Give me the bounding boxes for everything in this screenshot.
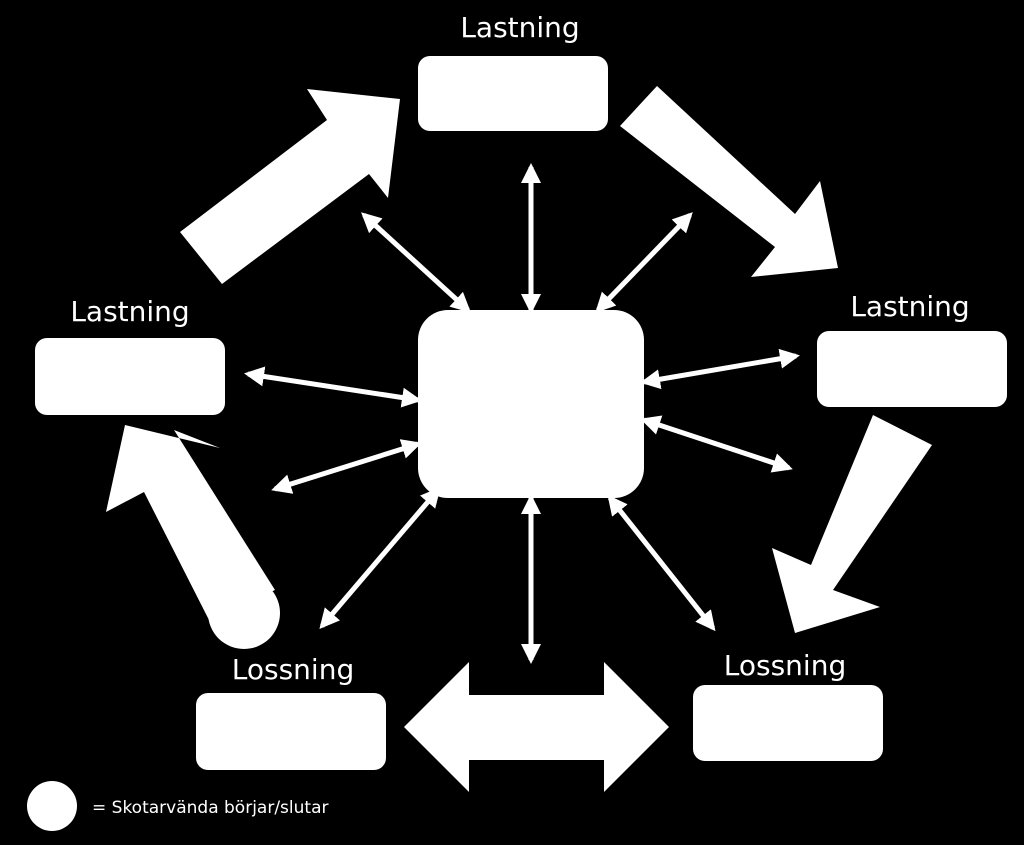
node-label-bottom-left: Lossning [231,653,355,686]
node-label-top: Lastning [460,11,580,44]
node-label-left: Lastning [70,295,190,328]
legend-circle-icon [27,781,77,831]
start-circle [208,577,280,649]
spoke-left-upper [244,366,422,408]
node-box-left [35,338,225,415]
spoke-top-left [361,212,471,313]
block-arrow-start-to-left [106,425,280,649]
block-arrow-right-to-bottom-right [772,415,932,633]
node-box-bottom-right [693,685,883,761]
block-arrow-top-to-right [620,86,838,277]
node-box-right [817,331,1007,407]
spoke-top-right [595,212,693,313]
block-arrow-bottom-right-to-bottom-left [404,662,669,792]
spoke-left-lower [271,439,422,494]
central-hub [418,310,644,498]
spoke-arrows [244,163,800,664]
node-box-bottom-left [196,693,386,770]
legend-text: = Skotarvända börjar/slutar [92,798,329,818]
spoke-right-lower [640,415,793,473]
spoke-bottom-right [607,494,716,632]
node-label-bottom-right: Lossning [723,649,847,682]
node-box-top [418,56,608,131]
spoke-right-upper [640,348,800,390]
node-label-right: Lastning [850,290,970,323]
spoke-bottom-left [319,486,441,630]
block-arrow-left-to-top [180,89,400,284]
